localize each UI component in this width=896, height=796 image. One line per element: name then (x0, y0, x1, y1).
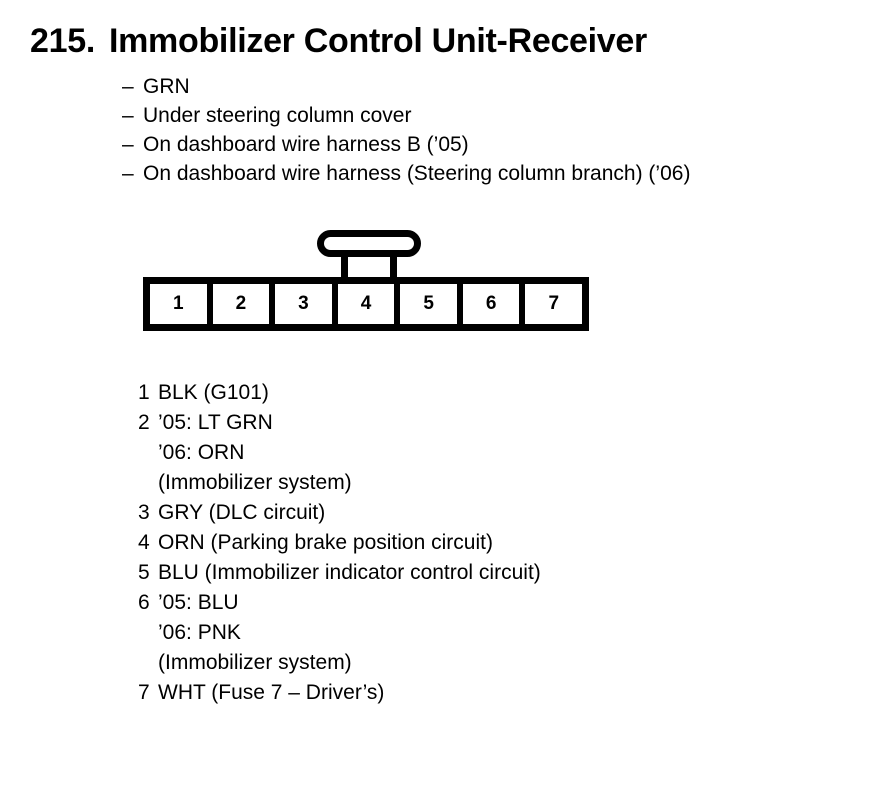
legend-pin-description: ’05: BLU ’06: PNK (Immobilizer system) (158, 588, 352, 678)
legend-pin-description-line: ’05: LT GRN (158, 411, 273, 434)
description-list: –GRN–Under steering column cover–On dash… (122, 72, 690, 188)
legend-pin-description: GRY (DLC circuit) (158, 498, 325, 528)
legend-pin-description-line: (Immobilizer system) (158, 651, 352, 674)
latch-leg-left (341, 254, 348, 280)
connector-body: 1 2 3 4 5 6 7 (143, 277, 589, 331)
legend-pin-number: 4 (138, 531, 150, 554)
connector-pin-label: 3 (298, 293, 309, 314)
legend-pin-description: BLU (Immobilizer indicator control circu… (158, 558, 541, 588)
legend-pin-description: ORN (Parking brake position circuit) (158, 528, 493, 558)
section-number: 215. (30, 22, 95, 60)
description-dash: – (122, 104, 134, 127)
description-item-label: Under steering column cover (143, 104, 412, 127)
connector-diagram: 1 2 3 4 5 6 7 (143, 230, 589, 332)
pin-legend: 1 BLK (G101) 2 ’05: LT GRN ’06: ORN (Immobili… (138, 378, 541, 708)
connector-pin-2: 2 (212, 284, 276, 324)
legend-pin-number: 3 (138, 501, 150, 524)
legend-pin-number: 7 (138, 681, 150, 704)
description-item: –Under steering column cover (122, 101, 690, 130)
connector-pin-1: 1 (150, 284, 213, 324)
description-item: –GRN (122, 72, 690, 101)
legend-pin-description-line: ’05: BLU (158, 591, 239, 614)
title-text: Immobilizer Control Unit-Receiver (108, 22, 647, 60)
legend-pin-description: WHT (Fuse 7 – Driver’s) (158, 678, 384, 708)
legend-pin-description-line: ORN (Parking brake position circuit) (158, 531, 493, 554)
legend-pin-number: 1 (138, 381, 150, 404)
legend-pin-number: 6 (138, 591, 150, 614)
description-dash: – (122, 133, 134, 156)
connector-latch-tab (317, 230, 421, 280)
legend-row: 4 ORN (Parking brake position circuit) (138, 528, 541, 558)
legend-pin-description: ’05: LT GRN ’06: ORN (Immobilizer system) (158, 408, 352, 498)
legend-pin-description-line: GRY (DLC circuit) (158, 501, 326, 524)
legend-pin-description-line: BLU (Immobilizer indicator control circu… (158, 561, 541, 584)
connector-pin-label: 1 (173, 293, 184, 314)
legend-pin-description-line: ’06: ORN (158, 441, 245, 464)
description-item-label: On dashboard wire harness B (’05) (143, 133, 469, 156)
connector-pin-label: 2 (235, 293, 247, 314)
connector-pin-5: 5 (400, 284, 463, 324)
latch-leg-right (390, 254, 397, 280)
description-item-label: GRN (143, 75, 190, 98)
connector-pin-3: 3 (275, 284, 338, 324)
legend-row: 7 WHT (Fuse 7 – Driver’s) (138, 678, 541, 708)
legend-pin-description-line: BLK (G101) (158, 381, 269, 404)
description-dash: – (122, 75, 134, 98)
legend-row: 6 ’05: BLU ’06: PNK (Immobilizer system) (138, 588, 541, 678)
description-item: –On dashboard wire harness B (’05) (122, 130, 690, 159)
legend-pin-description: BLK (G101) (158, 378, 269, 408)
connector-pin-label: 6 (485, 293, 497, 314)
legend-pin-number: 2 (138, 411, 150, 434)
legend-row: 3 GRY (DLC circuit) (138, 498, 541, 528)
connector-pin-label: 5 (423, 293, 434, 314)
legend-pin-description-line: ’06: PNK (158, 621, 241, 644)
connector-pin-7: 7 (525, 284, 583, 324)
connector-pin-label: 4 (360, 293, 372, 314)
page-title: 215. Immobilizer Control Unit-Receiver (30, 22, 647, 61)
legend-row: 5 BLU (Immobilizer indicator control circ… (138, 558, 541, 588)
legend-pin-number: 5 (138, 561, 150, 584)
latch-bar (317, 230, 421, 257)
description-dash: – (122, 162, 134, 185)
legend-pin-description-line: (Immobilizer system) (158, 471, 352, 494)
connector-pin-label: 7 (548, 293, 560, 314)
legend-row: 1 BLK (G101) (138, 378, 541, 408)
legend-pin-description-line: WHT (Fuse 7 – Driver’s) (158, 681, 385, 704)
legend-row: 2 ’05: LT GRN ’06: ORN (Immobilizer system) (138, 408, 541, 498)
connector-pin-4: 4 (337, 284, 401, 324)
connector-pin-6: 6 (462, 284, 526, 324)
description-item-label: On dashboard wire harness (Steering colu… (143, 162, 691, 185)
description-item: –On dashboard wire harness (Steering col… (122, 159, 690, 188)
